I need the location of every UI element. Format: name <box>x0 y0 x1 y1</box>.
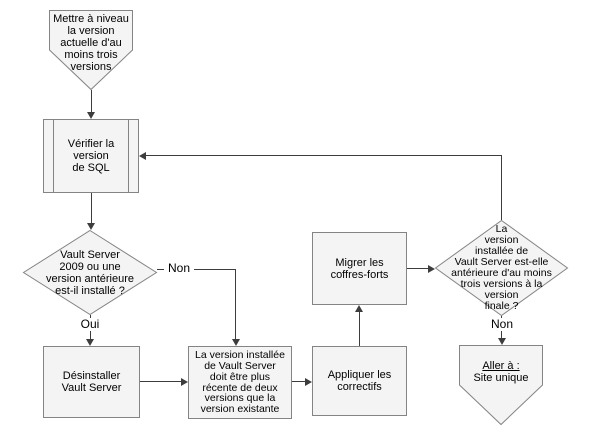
node-migrate-vaults: Migrer les coffres-forts <box>312 232 407 305</box>
node-goto-single-site: Aller à : Site unique <box>459 345 543 426</box>
arrowhead-down-icon <box>87 112 95 119</box>
node-uninstall: Désinstaller Vault Server <box>43 346 140 418</box>
arrowhead-down-icon <box>231 339 240 346</box>
node-start: Mettre à niveau la version actuelle d'au… <box>49 10 133 91</box>
process-shape <box>312 346 407 416</box>
node-version-requirement-label: La version installée de Vault Server doi… <box>195 349 285 415</box>
node-decision-three-versions: La version installée de Vault Server est… <box>434 219 569 317</box>
pentagon-down-shape <box>459 345 543 426</box>
goto-title: Aller à : <box>482 360 520 372</box>
edge-label-non-left: Non <box>164 262 194 275</box>
process-shape <box>43 346 140 418</box>
arrowhead-down-icon <box>497 338 506 345</box>
node-start-label: Mettre à niveau la version actuelle d'au… <box>53 13 129 73</box>
pentagon-down-shape <box>49 10 133 91</box>
edge-label-non-right: Non <box>487 318 517 331</box>
diamond-shape <box>22 229 158 316</box>
arrowhead-right-icon <box>181 377 188 386</box>
process-shape <box>188 346 292 419</box>
node-uninstall-label: Désinstaller Vault Server <box>61 370 122 394</box>
node-apply-patches: Appliquer les correctifs <box>312 346 407 416</box>
predefined-process-shape <box>43 119 139 193</box>
goto-subtitle: Site unique <box>473 372 529 384</box>
node-verify-sql: Vérifier la version de SQL <box>43 119 139 193</box>
arrowhead-right-icon <box>305 377 312 386</box>
node-apply-patches-label: Appliquer les correctifs <box>327 369 392 393</box>
node-version-requirement: La version installée de Vault Server doi… <box>188 346 292 419</box>
arrowhead-up-icon <box>355 305 363 312</box>
diamond-shape <box>434 219 569 317</box>
edge-label-oui: Oui <box>76 318 104 331</box>
node-verify-sql-label: Vérifier la version de SQL <box>67 138 115 174</box>
node-decision-vault-2009: Vault Server 2009 ou une version antérie… <box>22 229 158 316</box>
node-decision-three-versions-label: La version installée de Vault Server est… <box>451 223 552 312</box>
arrowhead-down-icon <box>87 223 95 230</box>
process-shape <box>312 232 407 305</box>
node-migrate-vaults-label: Migrer les coffres-forts <box>330 256 389 281</box>
node-goto-single-site-label: Aller à : Site unique <box>459 345 543 425</box>
node-decision-vault-2009-label: Vault Server 2009 ou une version antérie… <box>45 248 135 297</box>
arrowhead-down-icon <box>86 339 94 346</box>
arrowhead-left-icon <box>139 151 146 160</box>
arrowhead-right-icon <box>428 264 435 273</box>
